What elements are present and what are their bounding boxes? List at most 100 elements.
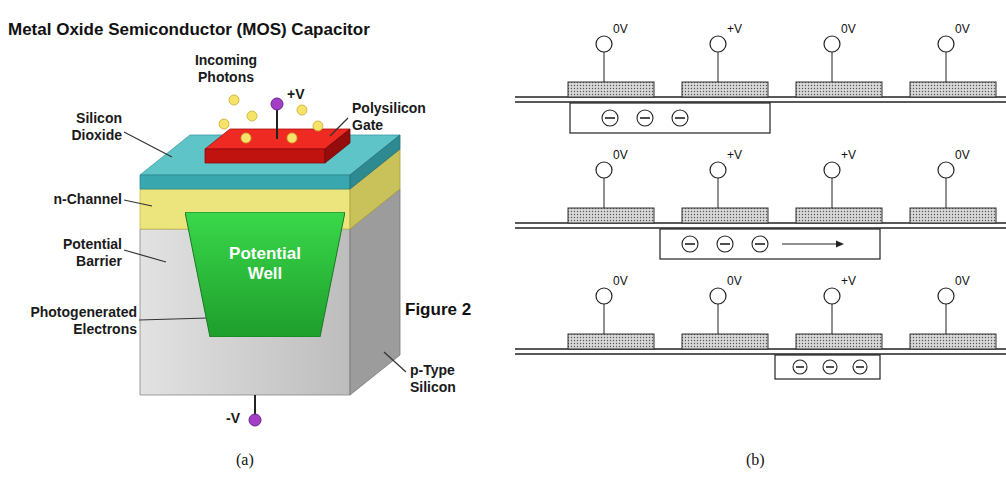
photon [297,105,307,115]
gate-electrode [682,334,768,349]
potential-well: Potential Well [185,212,345,337]
electrode-wire [604,52,605,82]
gate-electrode [682,82,768,97]
voltage-label: +V [841,148,856,162]
electron-symbol [720,243,730,245]
voltage-label: -V [226,410,240,427]
electron-symbol [793,360,807,374]
photon [287,133,297,143]
gate-electrode [568,82,654,97]
gate-terminal [271,98,283,110]
transfer-arrow [836,241,844,248]
leader-line [384,352,406,372]
leader-lines [124,118,406,372]
electrode-terminal [710,36,726,52]
gate-side [325,129,350,163]
voltage-label: 0V [955,148,970,162]
gate-electrode [910,208,996,223]
gate-electrode [568,208,654,223]
substrate-terminal [249,414,261,426]
charge-packet [775,355,880,379]
electrode-terminal [824,36,840,52]
voltage-label: 0V [613,148,628,162]
voltage-label: 0V [955,274,970,288]
voltage-label: 0V [613,22,628,36]
electrode-terminal [596,36,612,52]
electrode-terminal [596,288,612,304]
electron-symbol [672,110,688,126]
electrode-wire [832,178,833,208]
gate-electrode [796,334,882,349]
part-label: n-Channel [30,191,122,208]
gate-front [205,149,325,163]
substrate-line [515,353,1006,354]
panel-caption: (a) [236,450,254,469]
electron-symbol [602,110,618,126]
leader-line [124,200,152,206]
electrode-terminal [710,288,726,304]
photons [219,95,323,143]
electrode-wire [718,304,719,334]
oxide-front [140,175,350,189]
mos-block [140,129,400,395]
well-label: Potential Well [217,244,313,285]
voltage-label: +V [727,148,742,162]
voltage-label: +V [727,22,742,36]
gate-electrode [796,208,882,223]
panel-caption: (b) [746,450,765,469]
voltage-label: 0V [613,274,628,288]
leader-line [139,318,208,320]
electrode-wire [946,178,947,208]
voltage-label: 0V [727,274,742,288]
part-label: Photogenerated Electrons [14,304,137,338]
part-label: Polysilicon Gate [352,100,444,134]
charge-packet [570,103,770,133]
charge-packet [660,229,880,259]
leader-line [124,250,166,262]
electron-symbol [853,360,867,374]
gate-wire [276,108,278,139]
electron-symbol [675,117,685,119]
photon [247,111,257,121]
electrode-wire [832,304,833,334]
electron-symbol [682,236,698,252]
electron-symbol [640,117,650,119]
electron-symbol [752,236,768,252]
gate-electrode [910,334,996,349]
electrode-terminal [596,162,612,178]
electrode-terminal [938,288,954,304]
ccd-transfer [515,36,1006,379]
part-label: Potential Barrier [28,236,122,270]
transfer-arrow [782,243,838,244]
leader-line [124,132,172,157]
photon [313,121,323,131]
electron-symbol [796,366,804,368]
electron-symbol [685,243,695,245]
part-label: Incoming Photons [180,52,272,86]
part-label: Silicon Dioxide [30,110,122,144]
electron-symbol [823,360,837,374]
well-outline [185,212,345,337]
photon [229,95,239,105]
electron-symbol [605,117,615,119]
electrode-wire [832,52,833,82]
electrode-wire [718,178,719,208]
electrode-wire [604,304,605,334]
electron-symbol [717,236,733,252]
electrode-wire [718,52,719,82]
voltage-label: +V [287,86,305,103]
electrode-terminal [824,288,840,304]
leader-line [330,118,348,136]
electrode-wire [604,178,605,208]
voltage-label: +V [841,274,856,288]
gate-electrode [568,334,654,349]
photon [219,119,229,129]
gate-electrode [796,82,882,97]
oxide-side [350,135,400,189]
gate-electrode [910,82,996,97]
electron-symbol [856,366,864,368]
gate-electrode [682,208,768,223]
electrode-wire [946,52,947,82]
